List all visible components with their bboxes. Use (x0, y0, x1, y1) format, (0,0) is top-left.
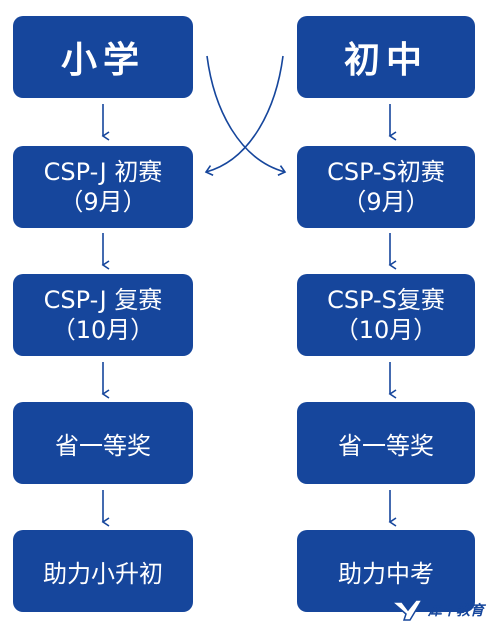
csp-s-final-box: CSP-S复赛 （10月） (297, 274, 475, 356)
high-school-entrance-box: 助力中考 (297, 530, 475, 612)
right-provincial-first-prize-label: 省一等奖 (338, 431, 434, 460)
watermark-text: 犀牛教育 (428, 603, 484, 619)
primary-school-header: 小学 (13, 16, 193, 98)
csp-j-final-box: CSP-J 复赛 （10月） (13, 274, 193, 356)
high-school-entrance-label: 助力中考 (338, 559, 434, 588)
csp-s-preliminary-title: CSP-S初赛 (327, 158, 445, 186)
csp-s-preliminary-month: （9月） (342, 188, 430, 216)
primary-to-middle-label: 助力小升初 (43, 559, 163, 588)
csp-s-final-month: （10月） (334, 316, 438, 344)
rhino-logo-icon (390, 599, 424, 621)
watermark: 犀牛教育 (390, 598, 484, 622)
middle-school-header: 初中 (297, 16, 475, 98)
right-provincial-first-prize-box: 省一等奖 (297, 402, 475, 484)
middle-school-label: 初中 (343, 40, 428, 81)
csp-s-preliminary-box: CSP-S初赛 （9月） (297, 146, 475, 228)
left-provincial-first-prize-label: 省一等奖 (55, 431, 151, 460)
primary-school-label: 小学 (60, 40, 145, 81)
cross-arrow-right-to-left (204, 55, 284, 176)
csp-j-preliminary-month: （9月） (59, 188, 147, 216)
left-provincial-first-prize-box: 省一等奖 (13, 402, 193, 484)
csp-j-preliminary-title: CSP-J 初赛 (43, 158, 163, 186)
csp-s-final-title: CSP-S复赛 (327, 286, 445, 314)
cross-arrow-left-to-right (206, 55, 287, 177)
csp-j-final-title: CSP-J 复赛 (43, 286, 163, 314)
primary-to-middle-box: 助力小升初 (13, 530, 193, 612)
csp-j-final-month: （10月） (51, 316, 155, 344)
csp-j-preliminary-box: CSP-J 初赛 （9月） (13, 146, 193, 228)
